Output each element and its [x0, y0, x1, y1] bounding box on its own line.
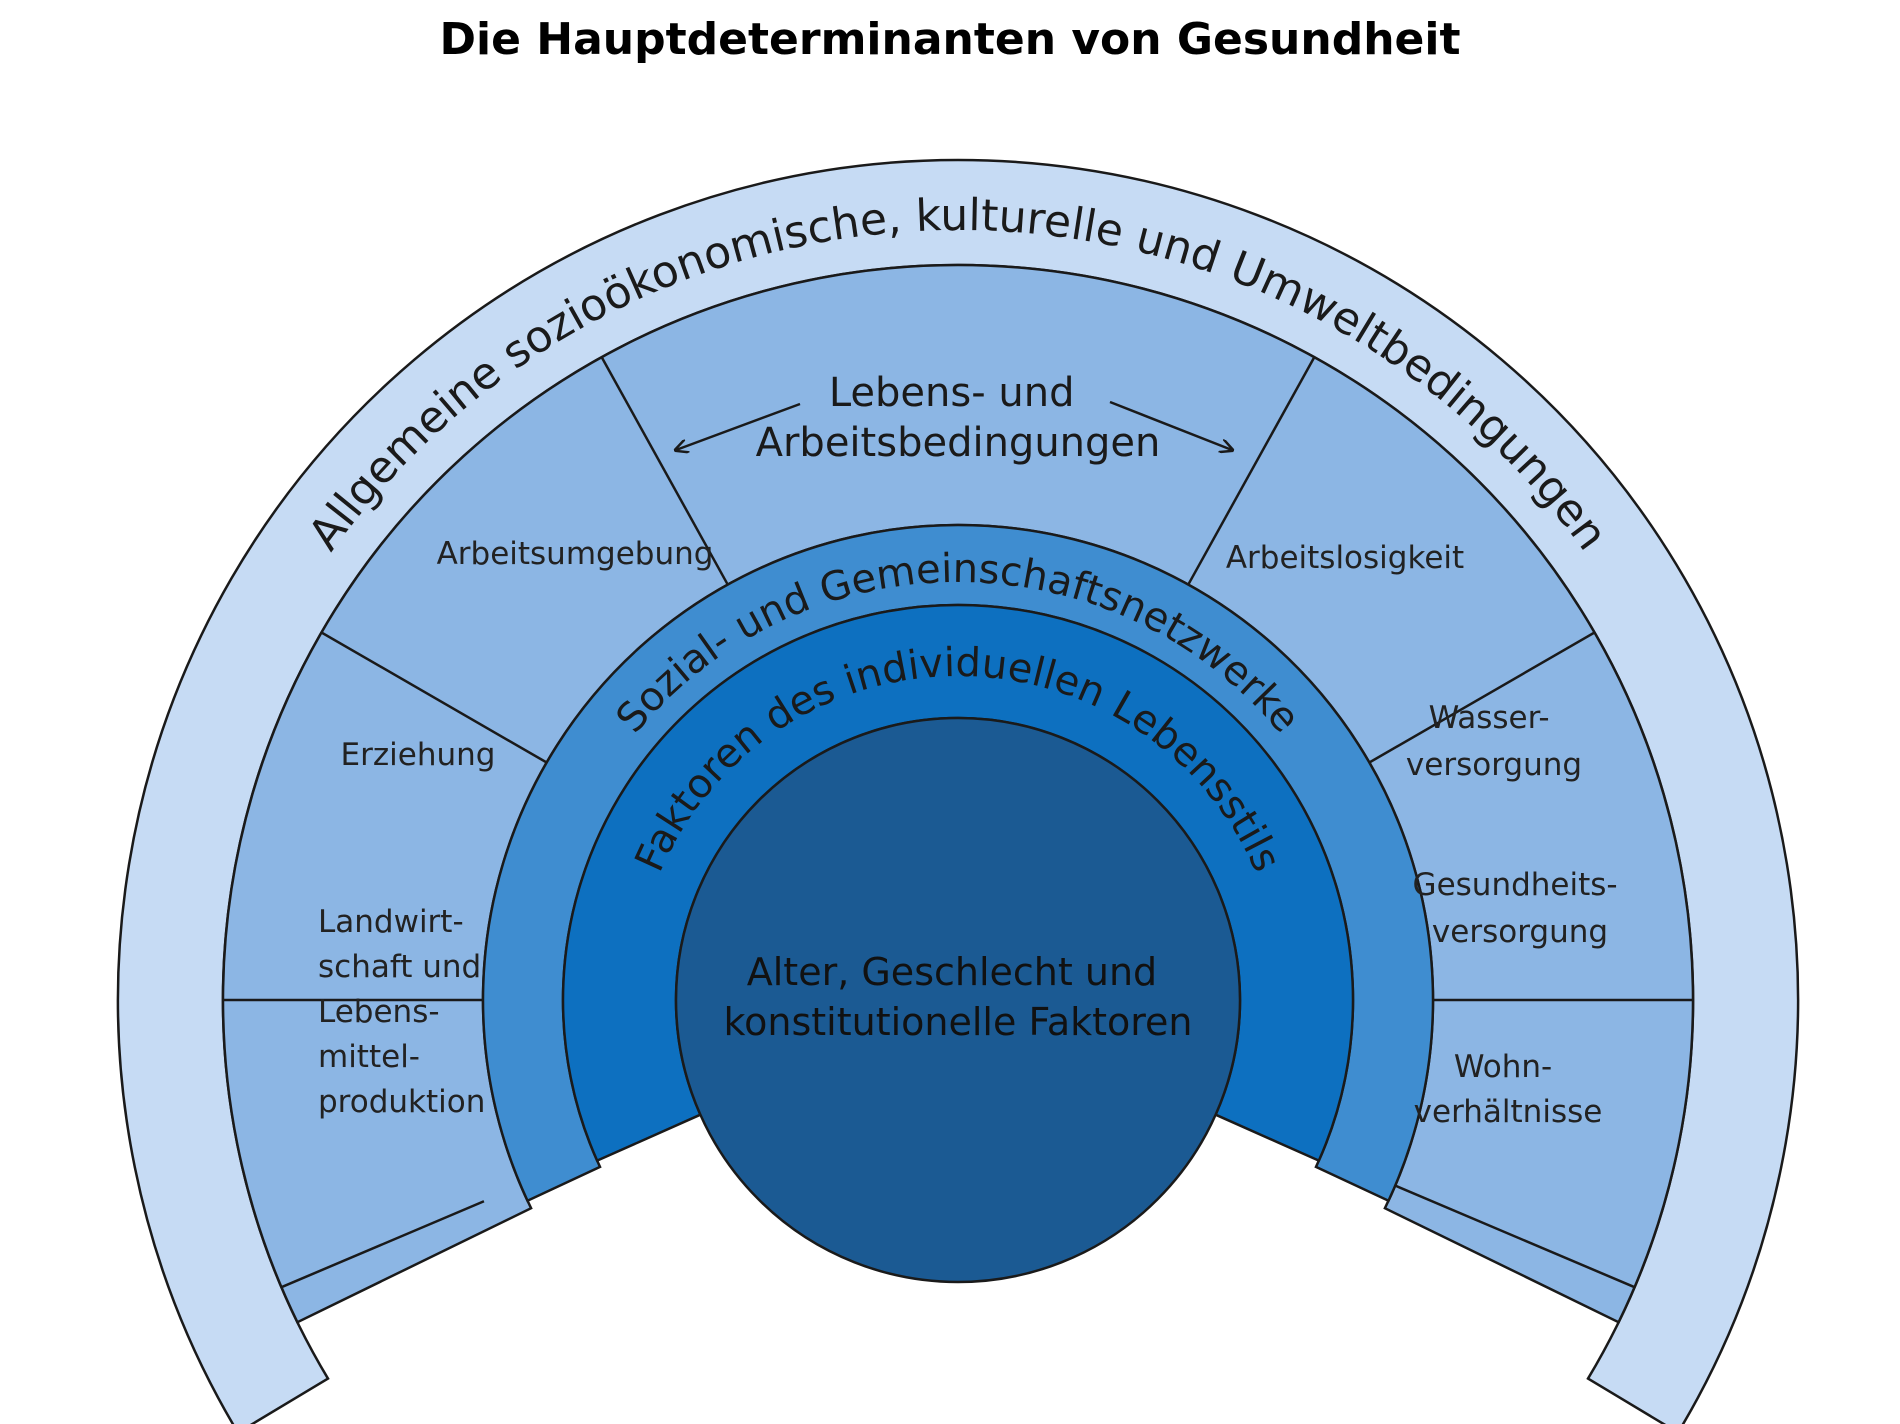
segment-label-gesundheitsversorgung: Gesundheits- versorgung	[1413, 867, 1628, 950]
segment-divider-3	[600, 356, 729, 586]
arrow-left	[676, 402, 801, 450]
segment-label-landwirtschaft: Landwirt- schaft und Lebens- mittel- pro…	[318, 904, 491, 1120]
segment-dividers	[223, 356, 1693, 1289]
core-circle	[674, 716, 1242, 1284]
segment-label-arbeitslosigkeit: Arbeitslosigkeit	[1226, 540, 1464, 576]
segment-divider-5	[1368, 631, 1596, 764]
segment-divider-2	[320, 631, 548, 764]
segment-label-wohnverhaeltnisse: Wohn- verhältnisse	[1414, 1049, 1603, 1130]
segment-divider-4	[1187, 356, 1316, 586]
segment-divider-left	[280, 1200, 485, 1289]
diagram-title: Die Hauptdeterminanten von Gesundheit	[439, 14, 1461, 65]
segment-label-arbeitsumgebung: Arbeitsumgebung	[437, 536, 714, 572]
core-label: Alter, Geschlecht und konstitutionelle F…	[723, 950, 1192, 1044]
arrow-right	[1109, 400, 1232, 450]
segment-label-erziehung: Erziehung	[341, 737, 496, 773]
living-conditions-label: Lebens- und Arbeitsbedingungen	[756, 370, 1161, 466]
segment-divider-7	[1394, 1184, 1636, 1289]
segment-label-wasserversorgung: Wasser- versorgung	[1406, 700, 1582, 783]
